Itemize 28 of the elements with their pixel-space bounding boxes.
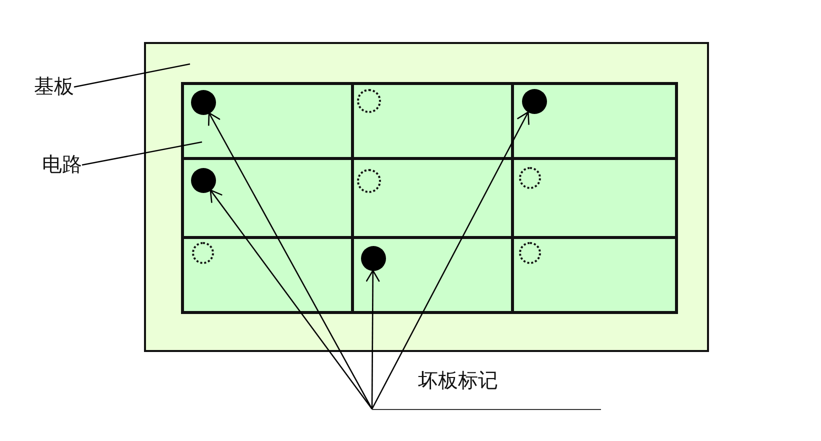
dotted-circle-icon (357, 89, 381, 113)
dotted-circle-icon (519, 167, 541, 189)
arrow (210, 189, 373, 410)
part-label: 基板 (34, 74, 74, 98)
underlined-callout-label: 坏板标记 (372, 364, 601, 410)
dotted-circle-icon (519, 242, 541, 264)
substrate-board (144, 42, 709, 352)
arrow (371, 111, 530, 410)
dotted-circle-icon (357, 169, 381, 193)
circuit-cell (181, 82, 354, 160)
circuit-cell (511, 82, 678, 160)
circuit-cell (511, 236, 678, 314)
circuit-cell (351, 82, 514, 160)
circuit-cell (351, 236, 514, 314)
filled-dot-icon (190, 168, 216, 192)
leader-line (74, 63, 190, 88)
filled-dot-icon (522, 88, 546, 114)
part-label: 电路 (42, 152, 82, 176)
circuit-cell (511, 157, 678, 239)
circuit-cell (181, 236, 354, 314)
filled-dot-icon (190, 90, 216, 114)
leader-line (82, 141, 202, 166)
circuit-cell (181, 157, 354, 239)
filled-dot-icon (360, 246, 386, 270)
circuit-cell (351, 157, 514, 239)
dotted-circle-icon (192, 242, 214, 264)
arrow (208, 112, 373, 410)
arrow (366, 270, 380, 409)
